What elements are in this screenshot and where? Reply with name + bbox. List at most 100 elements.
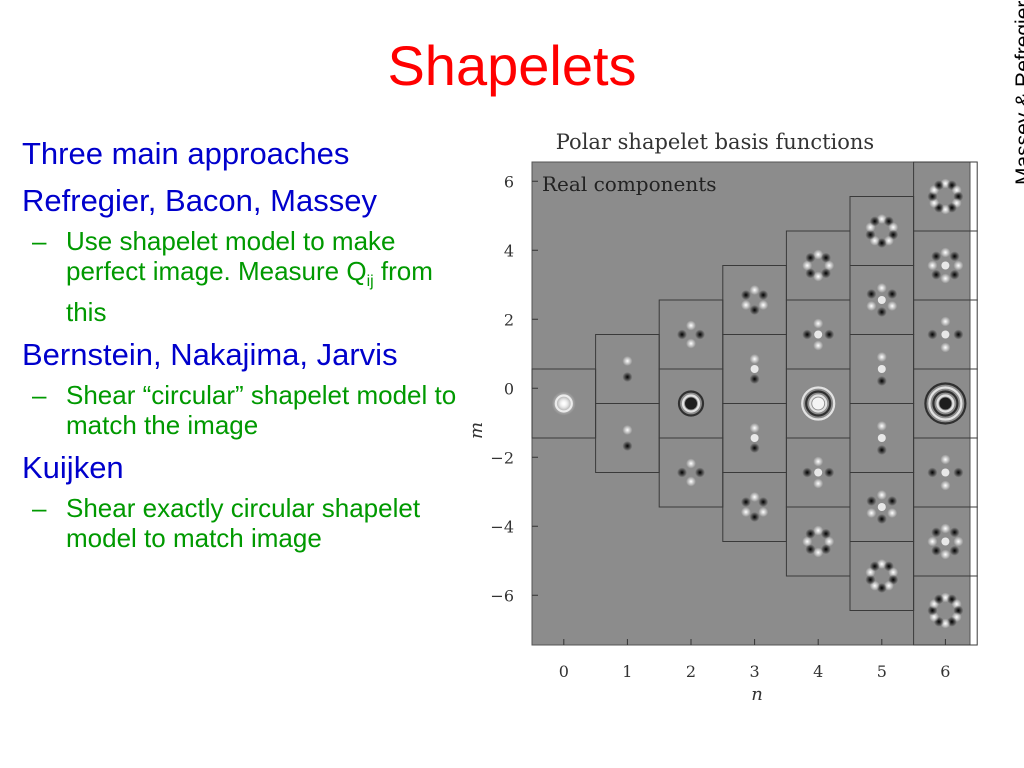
basis-function — [801, 386, 836, 421]
lobe-mark — [813, 478, 824, 489]
lobe-mark — [802, 260, 813, 271]
lobe-mark — [813, 249, 824, 260]
lobe-mark — [933, 594, 944, 605]
lobe-mark — [949, 251, 960, 262]
center-mark — [877, 503, 886, 511]
lobe-mark — [805, 252, 816, 263]
basis-function — [622, 356, 633, 382]
lobe-mark — [931, 269, 942, 280]
sub-bullet-perfect-image: – Use shapelet model to make perfect ima… — [22, 226, 467, 327]
x-tick-label: 3 — [750, 662, 760, 681]
lobe-mark — [805, 528, 816, 539]
lobe-mark — [927, 536, 938, 547]
dash-marker: – — [32, 226, 47, 256]
sub-bullet-text: Shear exactly circular shapelet model to… — [66, 493, 421, 554]
lobe-mark — [888, 222, 899, 233]
basis-function — [927, 592, 964, 629]
lobe-mark — [740, 290, 751, 300]
lobe-mark — [677, 467, 687, 478]
lobe-mark — [940, 316, 951, 327]
bullet-kuijken: Kuijken — [22, 450, 124, 486]
center-mark — [941, 330, 950, 339]
lobe-mark — [866, 508, 877, 518]
lobe-mark — [931, 251, 942, 262]
lobe-mark — [749, 374, 760, 384]
lobe-mark — [824, 329, 835, 340]
lobe-mark — [866, 289, 877, 299]
lobe-mark — [876, 421, 887, 431]
basis-function — [927, 247, 964, 284]
ring-mark — [932, 390, 959, 417]
lobe-mark — [813, 456, 824, 467]
lobe-mark — [740, 497, 751, 507]
lobe-mark — [820, 252, 831, 263]
lobe-mark — [820, 544, 831, 555]
lobe-mark — [824, 467, 835, 478]
lobe-mark — [820, 528, 831, 539]
ring-mark — [924, 382, 967, 425]
lobe-mark — [866, 301, 877, 311]
lobe-mark — [931, 527, 942, 538]
ring-mark — [801, 386, 836, 421]
lobe-mark — [824, 260, 835, 271]
ring-mark — [805, 390, 832, 417]
lobe-mark — [949, 545, 960, 556]
dash-marker: – — [32, 493, 47, 524]
y-tick-label: 6 — [504, 172, 514, 191]
center-mark — [750, 365, 759, 373]
sub-bullet-text: Shear “circular” shapelet model to match… — [66, 380, 457, 441]
center-mark — [941, 537, 950, 546]
basis-function — [740, 285, 769, 315]
figure-credit: Massey & Refregier 2004 — [1012, 0, 1024, 185]
subscript-ij: ij — [366, 273, 374, 291]
basis-function — [802, 525, 835, 558]
lobe-mark — [887, 496, 898, 506]
center-mark — [814, 468, 823, 477]
basis-function — [677, 320, 705, 349]
sub-bullet-text-end: from this — [66, 256, 433, 328]
basis-grid — [531, 161, 978, 646]
basis-function — [802, 318, 835, 351]
lobe-mark — [887, 301, 898, 311]
sub-bullet-shear-exactly: – Shear exactly circular shapelet model … — [22, 493, 467, 553]
lobe-mark — [749, 512, 760, 522]
bullet-bernstein-nakajima-jarvis: Bernstein, Nakajima, Jarvis — [22, 337, 398, 373]
center-mark — [941, 468, 950, 477]
lobe-mark — [953, 467, 964, 478]
lobe-mark — [695, 467, 705, 478]
lobe-mark — [940, 454, 951, 465]
lobe-mark — [813, 271, 824, 282]
basis-function — [802, 249, 835, 282]
bullet-list: Three main approaches Refregier, Bacon, … — [22, 136, 467, 563]
bullet-three-approaches: Three main approaches — [22, 136, 350, 171]
center-mark — [814, 330, 823, 339]
lobe-mark — [876, 352, 887, 362]
ring-mark — [928, 386, 963, 421]
lobe-mark — [927, 260, 938, 271]
basis-function — [927, 316, 964, 353]
y-tick-label: −2 — [490, 448, 514, 467]
lobe-mark — [686, 458, 696, 469]
lobe-mark — [940, 480, 951, 491]
lobe-mark — [953, 260, 964, 271]
x-tick-label: 5 — [877, 662, 887, 681]
lobe-mark — [865, 574, 876, 585]
y-tick-label: 0 — [504, 379, 514, 398]
lobe-mark — [940, 549, 951, 560]
center-mark — [685, 397, 697, 410]
basis-function — [749, 354, 760, 384]
lobe-mark — [749, 423, 760, 433]
lobe-mark — [876, 376, 887, 386]
lobe-mark — [802, 467, 813, 478]
lobe-mark — [940, 273, 951, 284]
lobe-mark — [940, 342, 951, 353]
y-tick-label: −6 — [490, 586, 514, 605]
lobe-mark — [749, 492, 760, 502]
basis-function — [876, 421, 887, 455]
lobe-mark — [749, 443, 760, 453]
lobe-mark — [686, 338, 696, 349]
lobe-mark — [820, 268, 831, 279]
lobe-mark — [887, 289, 898, 299]
lobe-mark — [740, 300, 751, 310]
